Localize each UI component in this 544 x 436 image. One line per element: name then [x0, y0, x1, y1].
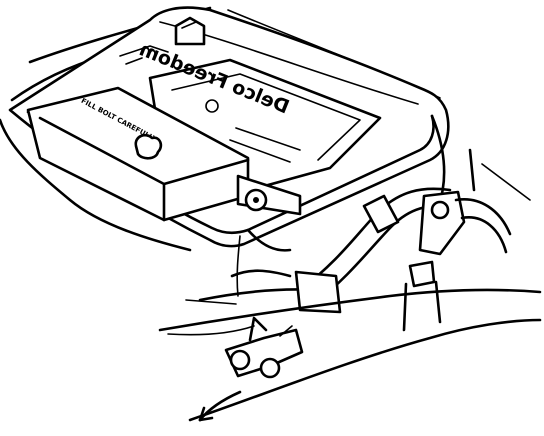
top-terminal: [119, 16, 206, 65]
hold-down-clamp: [236, 174, 302, 216]
stud-bolt: [402, 260, 442, 332]
loom-elbow: [294, 270, 342, 314]
lower-body: [158, 235, 542, 422]
loom-clip: [362, 194, 400, 234]
ground-bolt-right-icon: [259, 357, 281, 379]
direction-arrow: [198, 390, 242, 422]
ground-bolt-left-icon: [229, 349, 251, 371]
ground-strap-bracket: [224, 316, 304, 379]
bracket-bolt-icon: [430, 200, 450, 220]
right-bracket: [418, 148, 531, 256]
fill-cap-icon: [134, 133, 163, 160]
charge-indicator-eye: [205, 99, 219, 113]
